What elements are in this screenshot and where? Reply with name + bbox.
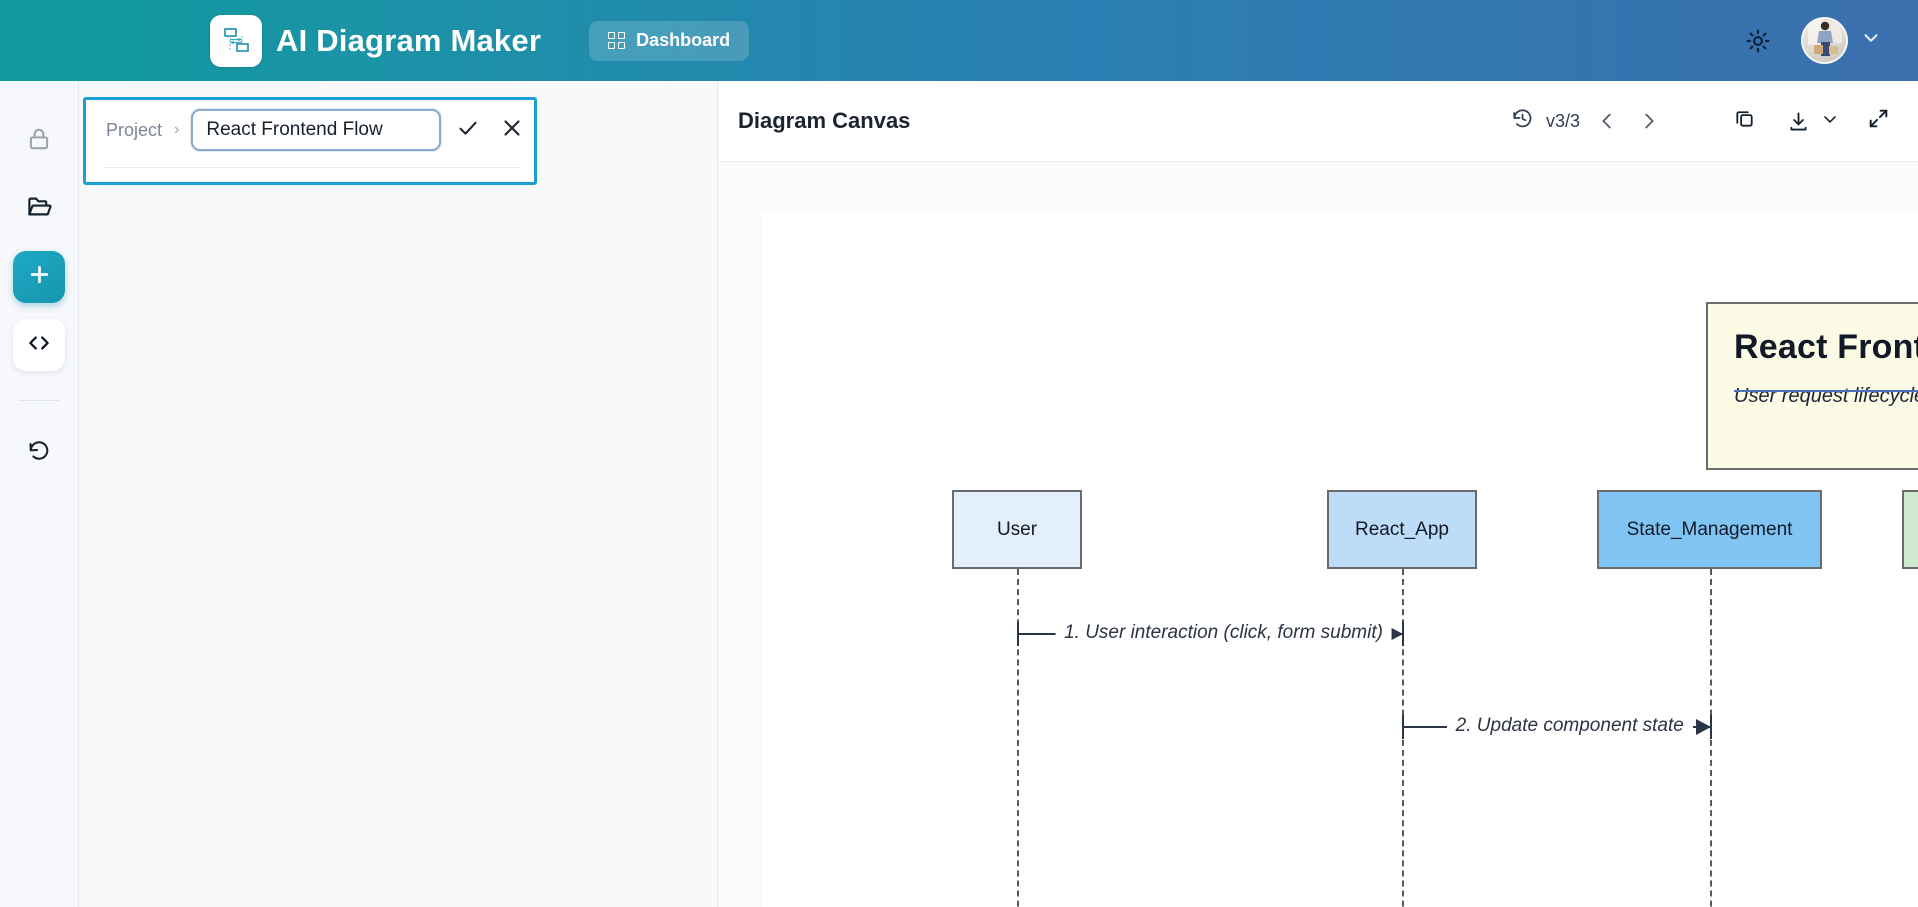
message-arrowhead [1695,719,1711,735]
download-menu[interactable] [1782,105,1840,137]
participant-box[interactable]: REST_API [1902,490,1918,569]
title-divider [1734,390,1918,392]
message-endpoint [1017,622,1019,646]
rail-item-code-view[interactable] [13,319,65,371]
fullscreen-button[interactable] [1862,105,1894,137]
history-undo-icon [26,438,52,469]
lifeline [1017,569,1019,907]
avatar [1801,17,1848,64]
participant-label: User [996,518,1038,540]
rail-divider [18,400,60,401]
dashboard-button[interactable]: Dashboard [589,20,750,61]
chevron-down-icon[interactable] [1820,109,1840,134]
diagram-subtitle: User request lifecycle in a React app [1734,385,1918,407]
copy-button[interactable] [1728,105,1760,137]
version-label: v3/3 [1545,110,1580,131]
confirm-rename-button[interactable] [451,113,485,147]
brand: AI Diagram Maker [210,14,542,67]
participant-label: State_Management [1626,518,1793,540]
version-controls: v3/3 [1511,106,1664,136]
expand-arrows-icon [1866,106,1891,136]
dashboard-button-label: Dashboard [636,30,731,50]
user-menu[interactable] [1801,17,1882,64]
message-endpoint [1402,715,1404,739]
canvas-actions [1728,105,1894,137]
message-endpoint [1709,715,1712,739]
history-clock-icon[interactable] [1511,107,1534,135]
copy-icon [1733,107,1756,135]
rail-item-history[interactable] [13,427,65,479]
rail-item-new-diagram[interactable] [13,251,65,303]
diagram-logo-icon [210,14,262,67]
cancel-rename-button[interactable] [495,113,529,147]
brand-title: AI Diagram Maker [276,22,542,58]
message-label: 1. User interaction (click, form submit) [1055,622,1392,644]
project-name-input[interactable] [191,109,442,151]
breadcrumb-separator-icon: › [174,121,180,138]
rail-item-projects[interactable] [13,183,65,235]
diagram-surface[interactable]: React Frontend Flow User request lifecyc… [762,214,1918,907]
diagram-title: React Frontend Flow [1734,328,1918,366]
page-title: Diagram Canvas [738,108,911,133]
message-endpoint [1402,622,1404,646]
close-icon [500,116,524,145]
canvas-viewport[interactable]: React Frontend Flow User request lifecyc… [718,162,1918,907]
participant-box[interactable]: React_App [1327,490,1477,569]
icon-rail [0,81,79,907]
chevron-down-icon [1860,27,1882,54]
participant-label: React_App [1354,518,1449,540]
check-icon [456,116,480,145]
download-icon[interactable] [1782,105,1814,137]
top-header-bar: AI Diagram Maker Dashboard [0,0,1918,81]
grid-icon [608,32,626,49]
top-header-actions [1741,0,1882,81]
app-body: Project › [0,81,1918,907]
canvas-toolbar: Diagram Canvas v3/3 [718,81,1918,162]
participant-box[interactable]: State_Management [1597,490,1822,569]
prev-version-button[interactable] [1592,106,1622,136]
sequence-diagram: React Frontend Flow User request lifecyc… [762,214,1918,907]
lock-icon [26,126,52,157]
folder-open-icon [26,193,53,225]
breadcrumb: Project › [86,100,534,160]
breadcrumb-root[interactable]: Project [106,119,163,140]
sun-icon[interactable] [1741,24,1775,58]
project-sidebar: Project › [79,81,718,907]
message-label: 2. Update component state [1446,715,1693,737]
rename-card-divider [104,167,520,168]
plus-icon [26,261,53,293]
rail-item-lock[interactable] [13,115,65,167]
next-version-button[interactable] [1634,106,1664,136]
diagram-canvas-panel: Diagram Canvas v3/3 [718,81,1918,907]
diagram-title-card: React Frontend Flow User request lifecyc… [1706,302,1918,470]
project-rename-card: Project › [83,97,537,185]
participant-box[interactable]: User [952,490,1082,569]
code-brackets-icon [26,330,52,361]
